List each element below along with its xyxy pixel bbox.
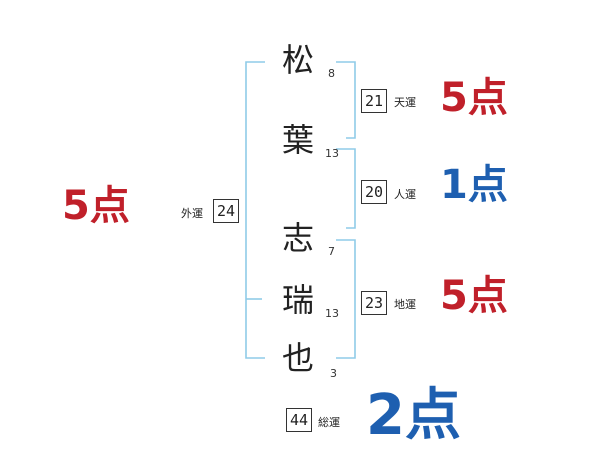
- stroke-count-3: 7: [328, 245, 335, 258]
- jin-label: 人運: [394, 188, 416, 201]
- name-char-4: 瑞: [281, 281, 314, 319]
- stroke-count-1: 8: [328, 67, 335, 80]
- stroke-count-5: 3: [330, 367, 337, 380]
- name-char-3: 志: [281, 219, 314, 257]
- outer-bracket: [245, 61, 265, 359]
- total-score: 2点: [366, 383, 461, 448]
- total-value: 44: [286, 408, 312, 432]
- gai-value: 24: [213, 199, 239, 223]
- jin-score: 1点: [440, 162, 508, 208]
- stroke-count-4: 13: [325, 307, 339, 320]
- ten-label: 天運: [394, 96, 416, 109]
- chi-label: 地運: [394, 298, 416, 311]
- chi-value: 23: [361, 291, 387, 315]
- jin-value: 20: [361, 180, 387, 204]
- stroke-count-2: 13: [325, 147, 339, 160]
- ten-value: 21: [361, 89, 387, 113]
- chi-score: 5点: [440, 273, 508, 319]
- ten-score: 5点: [440, 75, 508, 121]
- gai-label: 外運: [181, 207, 203, 220]
- name-char-2: 葉: [281, 121, 314, 159]
- name-char-1: 松: [281, 41, 314, 79]
- jin-bracket: [336, 148, 356, 229]
- total-label: 総運: [318, 416, 340, 429]
- chi-bracket: [336, 239, 356, 359]
- name-char-5: 也: [281, 339, 314, 377]
- gai-score: 5点: [62, 183, 130, 229]
- ten-bracket: [336, 61, 356, 139]
